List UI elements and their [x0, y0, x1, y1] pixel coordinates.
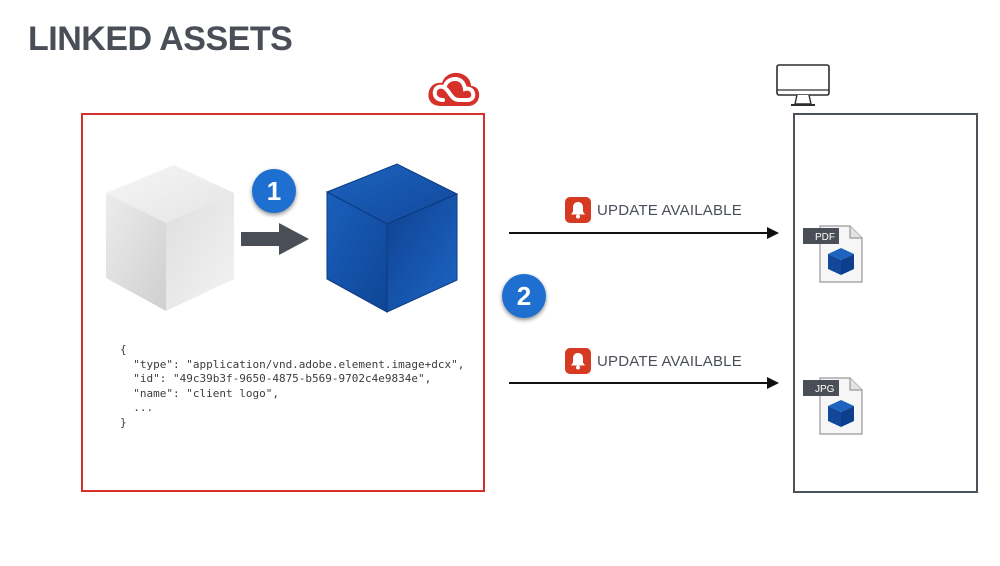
code-snippet: { "type": "application/vnd.adobe.element… [120, 343, 464, 430]
update-notification-2: UPDATE AVAILABLE [565, 348, 742, 374]
arrow-icon [509, 377, 779, 389]
jpg-file-icon: JPG [803, 377, 863, 435]
code-line: { [120, 343, 127, 356]
monitor-icon [776, 64, 830, 106]
bell-icon [565, 197, 591, 223]
code-line: ... [120, 401, 154, 414]
creative-cloud-logo-icon [428, 72, 480, 106]
code-line: "type": "application/vnd.adobe.element.i… [120, 357, 465, 371]
code-line: "name": "client logo", [120, 386, 279, 400]
arrow-icon [509, 227, 779, 239]
step-badge-1: 1 [252, 169, 296, 213]
device-box [793, 113, 978, 493]
bell-icon [565, 348, 591, 374]
file-type-label: PDF [815, 232, 835, 243]
cloud-storage-box [81, 113, 485, 492]
code-line: "id": "49c39b3f-9650-4875-b569-9702c4e98… [120, 372, 432, 385]
update-label: UPDATE AVAILABLE [597, 201, 742, 219]
code-line: } [120, 415, 127, 429]
update-notification-1: UPDATE AVAILABLE [565, 197, 742, 223]
pdf-file-icon: PDF [803, 225, 863, 283]
update-label: UPDATE AVAILABLE [597, 352, 742, 370]
page-title: LINKED ASSETS [28, 20, 293, 58]
file-type-label: JPG [815, 384, 835, 395]
blue-cube-icon [325, 163, 459, 313]
arrow-icon [241, 223, 309, 255]
step-badge-2: 2 [502, 274, 546, 318]
gray-cube-icon [106, 165, 234, 311]
